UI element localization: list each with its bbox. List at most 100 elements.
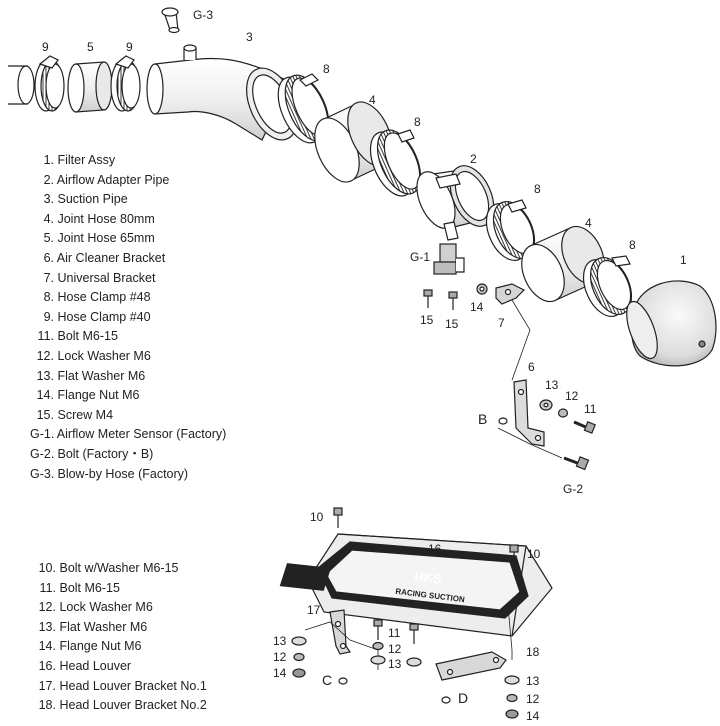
legend-row: 14. Flange Nut M6 — [36, 388, 140, 403]
joint-hose-5 — [67, 61, 113, 113]
callout-8-c: 8 — [534, 182, 541, 196]
callout-14: 14 — [470, 300, 484, 314]
callout-10-left: 10 — [310, 510, 324, 524]
hose-clamp-8-c — [485, 199, 536, 261]
bolt-washer-10-left — [333, 507, 343, 528]
callout-15-right: 15 — [445, 317, 459, 331]
blow-by-hose-g3 — [161, 7, 180, 34]
filter-assy-1 — [626, 280, 717, 367]
callout-2: 2 — [470, 152, 477, 166]
head-louver-bracket-18 — [435, 651, 507, 681]
callout-15-left: 15 — [420, 313, 434, 327]
callout-13-left: 13 — [273, 634, 287, 648]
airflow-meter-sensor-g1 — [433, 243, 465, 275]
legend-row: 12. Lock Washer M6 — [36, 348, 151, 363]
air-cleaner-bracket-6 — [513, 379, 545, 447]
guide-line-d — [507, 605, 513, 660]
legend-row: 6. Air Cleaner Bracket — [43, 250, 166, 265]
hose-clamp-8-b — [369, 129, 422, 197]
head-louver-bracket-17 — [329, 609, 351, 655]
callout-g1: G-1 — [410, 250, 431, 264]
parts-list-top: 1. Filter Assy 2. Airflow Adapter Pipe 3… — [30, 151, 226, 484]
callout-b: B — [478, 411, 488, 427]
callout-14-left: 14 — [273, 666, 287, 680]
callout-9-left: 9 — [42, 40, 49, 54]
legend-row: G-1. Airflow Meter Sensor (Factory) — [30, 427, 227, 442]
callout-14-right: 14 — [526, 709, 540, 723]
airflow-adapter-pipe-2 — [416, 165, 495, 241]
callout-12: 12 — [565, 389, 579, 403]
legend-row: G-3. Blow-by Hose (Factory) — [30, 466, 189, 481]
bolt-washer-10-right — [509, 544, 519, 566]
legend-row: 5. Joint Hose 65mm — [43, 231, 155, 246]
guide-line — [511, 299, 531, 381]
callout-12-mid: 12 — [388, 642, 402, 656]
callout-11-bottom: 11 — [388, 626, 401, 640]
callout-c: C — [322, 672, 333, 688]
legend-row: 3. Suction Pipe — [43, 192, 128, 207]
callout-18: 18 — [526, 645, 540, 659]
callout-8-b: 8 — [414, 115, 421, 129]
flat-washer-13 — [539, 399, 553, 411]
legend-row: 13. Flat Washer M6 — [36, 368, 146, 383]
bolt-11 — [573, 420, 596, 434]
callout-1: 1 — [680, 253, 687, 267]
head-louver-16 — [279, 533, 553, 637]
point-b-marker — [498, 417, 508, 425]
fastener-stack-middle — [370, 619, 422, 667]
legend-row: 2. Airflow Adapter Pipe — [43, 172, 170, 187]
callout-12-right: 12 — [526, 692, 540, 706]
legend-row: 11. Bolt M6-15 — [39, 580, 120, 595]
callout-g3: G-3 — [193, 8, 214, 22]
fastener-stack-left — [291, 636, 307, 678]
callout-4-a: 4 — [369, 93, 376, 107]
point-c-marker — [338, 677, 348, 685]
legend-row: 16. Head Louver — [38, 658, 132, 673]
legend-row: 10. Bolt w/Washer M6-15 — [38, 561, 179, 575]
flange-nut-14 — [476, 283, 488, 295]
legend-row: G-2. Bolt (Factory・B) — [30, 446, 154, 461]
legend-row: 13. Flat Washer M6 — [38, 619, 148, 634]
callout-5: 5 — [87, 40, 94, 54]
guide-line-b — [497, 427, 563, 459]
screw-15-right — [448, 291, 458, 310]
callout-6: 6 — [528, 360, 535, 374]
legend-row: 17. Head Louver Bracket No.1 — [38, 678, 207, 693]
callout-10-right: 10 — [527, 547, 541, 561]
legend-row: 4. Joint Hose 80mm — [43, 211, 155, 226]
callout-12-left: 12 — [273, 650, 287, 664]
callout-13: 13 — [545, 378, 559, 392]
callout-11: 11 — [584, 402, 597, 416]
fastener-stack-right — [504, 675, 520, 719]
legend-row: 18. Head Louver Bracket No.2 — [38, 698, 207, 713]
legend-row: 8. Hose Clamp #48 — [43, 290, 151, 305]
legend-row: 9. Hose Clamp #40 — [43, 309, 151, 324]
callout-d: D — [458, 690, 469, 706]
callout-4-b: 4 — [585, 216, 592, 230]
hose-clamp-8-d — [582, 255, 633, 317]
parts-list-bottom: 10. Bolt w/Washer M6-15 11. Bolt M6-15 1… — [38, 559, 207, 716]
hose-clamp-9-right — [110, 55, 141, 112]
legend-row: 11. Bolt M6-15 — [37, 329, 118, 344]
callout-13-right: 13 — [526, 674, 540, 688]
pipe-end-partial — [8, 65, 35, 105]
suction-pipe-3 — [146, 44, 298, 141]
callout-8-a: 8 — [323, 62, 330, 76]
callout-8-d: 8 — [629, 238, 636, 252]
callout-16: 16 — [428, 542, 442, 556]
lock-washer-12 — [557, 408, 569, 418]
legend-row: 12. Lock Washer M6 — [38, 600, 153, 615]
legend-row: 7. Universal Bracket — [43, 270, 156, 285]
universal-bracket-7 — [495, 283, 526, 305]
bolt-g2 — [563, 456, 590, 471]
callout-17: 17 — [307, 603, 321, 617]
callout-g2: G-2 — [563, 482, 584, 496]
legend-row: 14. Flange Nut M6 — [38, 639, 142, 654]
legend-row: 15. Screw M4 — [36, 407, 114, 422]
louver-brand: HKS — [414, 568, 443, 586]
point-d-marker — [441, 696, 451, 704]
callout-3: 3 — [246, 30, 253, 44]
callout-9-right: 9 — [126, 40, 133, 54]
screw-15-left — [423, 289, 433, 308]
